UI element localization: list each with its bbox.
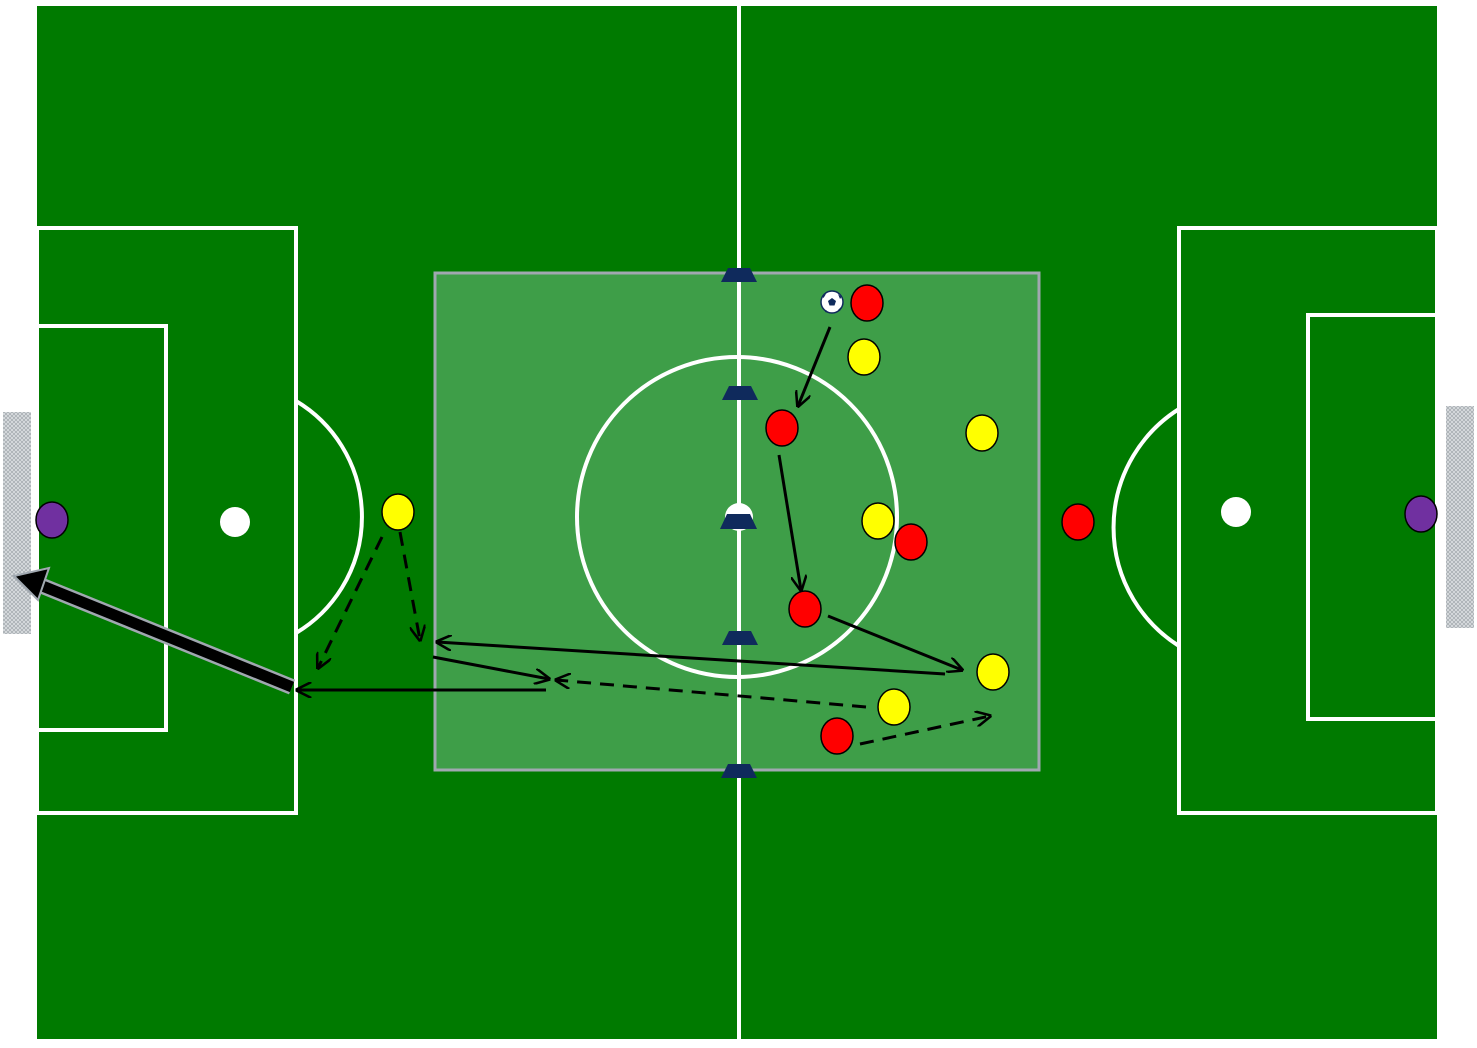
player-red — [820, 717, 854, 755]
cone-marker-icon — [720, 514, 757, 529]
pass-arrows — [297, 326, 962, 690]
cone-marker-icon — [722, 386, 758, 400]
run-arrows — [318, 531, 990, 746]
player-red — [850, 284, 884, 322]
cone-marker-icon — [722, 631, 758, 645]
player-yellow — [976, 653, 1010, 691]
left-penalty-arc — [294, 399, 364, 635]
player-yellow — [381, 493, 415, 531]
pass-arrow — [777, 454, 801, 590]
goalkeeper-right — [1404, 495, 1438, 533]
pass-arrow — [437, 642, 946, 676]
player-red — [788, 590, 822, 628]
shot-arrow — [12, 566, 296, 695]
player-red — [765, 409, 799, 447]
right-penalty-arc — [1111, 407, 1181, 648]
run-arrow — [398, 531, 420, 640]
player-yellow — [877, 688, 911, 726]
right-penalty-spot — [1221, 497, 1251, 527]
cones — [720, 268, 758, 778]
pass-arrow — [798, 326, 832, 406]
cone-marker-icon — [721, 268, 757, 282]
player-red — [894, 523, 928, 561]
center-circle — [575, 355, 899, 679]
pass-arrow — [432, 655, 549, 679]
left-penalty-spot — [220, 507, 250, 537]
left-goal — [3, 412, 31, 634]
pass-arrow — [827, 614, 962, 670]
player-yellow — [965, 414, 999, 452]
players — [35, 284, 1438, 755]
player-red — [1061, 503, 1095, 541]
cone-marker-icon — [721, 764, 757, 778]
player-yellow — [861, 502, 895, 540]
right-goal — [1446, 406, 1474, 628]
run-arrow — [556, 680, 867, 709]
player-yellow — [847, 338, 881, 376]
goalkeeper-left — [35, 501, 69, 539]
run-arrow — [318, 536, 384, 668]
soccer-ball-icon — [820, 290, 844, 314]
